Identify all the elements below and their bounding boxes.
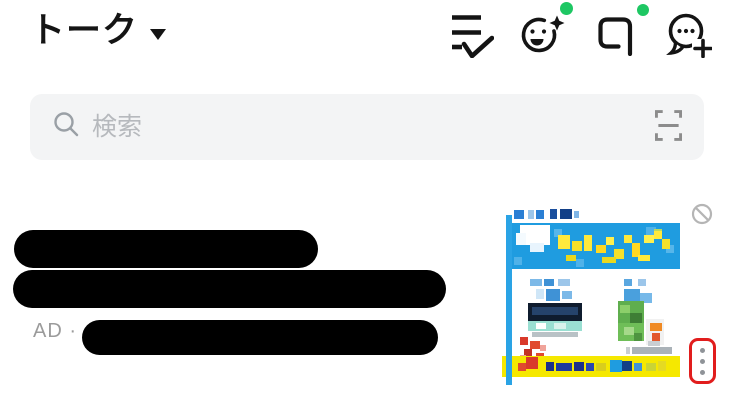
kebab-dot <box>700 369 705 375</box>
mosaic-pixel <box>646 227 656 235</box>
redacted-text-bar <box>13 270 446 308</box>
search-input[interactable] <box>90 111 655 143</box>
mosaic-pixel <box>528 210 534 219</box>
notification-dot <box>560 2 573 15</box>
mosaic-pixel <box>638 279 646 286</box>
mosaic-pixel <box>526 357 538 369</box>
mosaic-pixel <box>530 341 540 349</box>
mosaic-pixel <box>544 279 554 286</box>
mosaic-pixel <box>630 313 642 323</box>
mosaic-pixel <box>524 349 532 359</box>
mosaic-pixel <box>620 305 630 313</box>
mosaic-pixel <box>556 363 572 371</box>
notification-dot <box>637 4 649 16</box>
mosaic-pixel <box>554 323 566 329</box>
search-bar <box>30 94 704 160</box>
chat-tab-title-button[interactable]: トーク <box>30 10 167 52</box>
mosaic-pixel <box>666 245 674 253</box>
ad-options-menu-button[interactable] <box>692 341 713 381</box>
mosaic-pixel <box>648 341 660 346</box>
mosaic-pixel <box>650 323 662 331</box>
mosaic-pixel <box>554 229 562 237</box>
mosaic-pixel <box>662 239 670 249</box>
mosaic-pixel <box>624 289 640 303</box>
mosaic-pixel <box>610 360 622 372</box>
mosaic-pixel <box>536 323 546 329</box>
chevron-down-icon <box>150 28 167 40</box>
ad-thumbnail-mosaic <box>502 205 680 385</box>
mosaic-pixel <box>536 289 544 299</box>
mosaic-pixel <box>626 347 630 354</box>
mosaic-pixel <box>532 332 578 337</box>
mosaic-pixel <box>632 347 672 354</box>
mosaic-pixel <box>560 209 572 219</box>
mosaic-pixel <box>602 257 616 263</box>
openchat-icon[interactable] <box>596 15 636 56</box>
mosaic-pixel <box>624 235 632 243</box>
mosaic-pixel <box>646 363 656 371</box>
redacted-text-bar <box>82 320 438 355</box>
mosaic-pixel <box>574 362 584 371</box>
ad-thumbnail[interactable] <box>502 205 680 385</box>
sticker-smiley-sparkle-icon[interactable] <box>520 14 566 56</box>
kebab-dot <box>700 358 705 364</box>
mosaic-pixel <box>558 279 570 286</box>
mosaic-pixel <box>644 235 654 243</box>
mosaic-pixel <box>518 363 526 371</box>
mosaic-pixel <box>530 279 542 286</box>
mosaic-pixel <box>622 361 632 371</box>
mosaic-pixel <box>640 293 652 303</box>
mosaic-pixel <box>530 243 544 252</box>
mosaic-pixel <box>520 337 528 345</box>
page-title: トーク <box>30 11 139 50</box>
mosaic-pixel <box>516 233 526 245</box>
mosaic-pixel <box>632 243 640 257</box>
mosaic-pixel <box>540 345 546 351</box>
mosaic-pixel <box>546 362 554 371</box>
mosaic-pixel <box>584 235 592 251</box>
mosaic-pixel <box>546 289 560 301</box>
mosaic-pixel <box>624 279 632 286</box>
new-chat-plus-icon[interactable] <box>666 10 712 58</box>
ad-badge: AD · <box>33 320 77 342</box>
mosaic-pixel <box>596 363 606 371</box>
mosaic-pixel <box>638 255 650 261</box>
mosaic-pixel <box>532 307 578 315</box>
mosaic-pixel <box>536 210 544 219</box>
redacted-text-bar <box>14 230 318 268</box>
mosaic-pixel <box>654 231 662 239</box>
mosaic-pixel <box>572 241 582 251</box>
mosaic-pixel <box>566 255 576 261</box>
mosaic-pixel <box>652 333 660 341</box>
qr-scan-icon[interactable] <box>655 110 682 144</box>
hide-ad-icon[interactable] <box>691 203 713 225</box>
mosaic-pixel <box>558 235 570 249</box>
mosaic-pixel <box>606 237 614 245</box>
mosaic-pixel <box>596 245 606 253</box>
mosaic-pixel <box>634 363 642 371</box>
mosaic-pixel <box>550 209 557 219</box>
mosaic-pixel <box>658 361 666 371</box>
sort-check-icon[interactable] <box>450 14 494 58</box>
mosaic-pixel <box>506 215 512 385</box>
mosaic-pixel <box>586 363 594 371</box>
kebab-dot <box>700 347 705 353</box>
mosaic-pixel <box>520 225 550 245</box>
mosaic-pixel <box>574 211 579 218</box>
mosaic-pixel <box>562 291 572 299</box>
annotation-highlight-box <box>689 338 716 384</box>
mosaic-pixel <box>576 259 584 267</box>
mosaic-pixel <box>514 257 522 265</box>
search-icon <box>53 111 80 143</box>
mosaic-pixel <box>614 249 624 259</box>
mosaic-pixel <box>624 327 634 335</box>
mosaic-pixel <box>634 333 642 341</box>
mosaic-pixel <box>514 210 524 219</box>
